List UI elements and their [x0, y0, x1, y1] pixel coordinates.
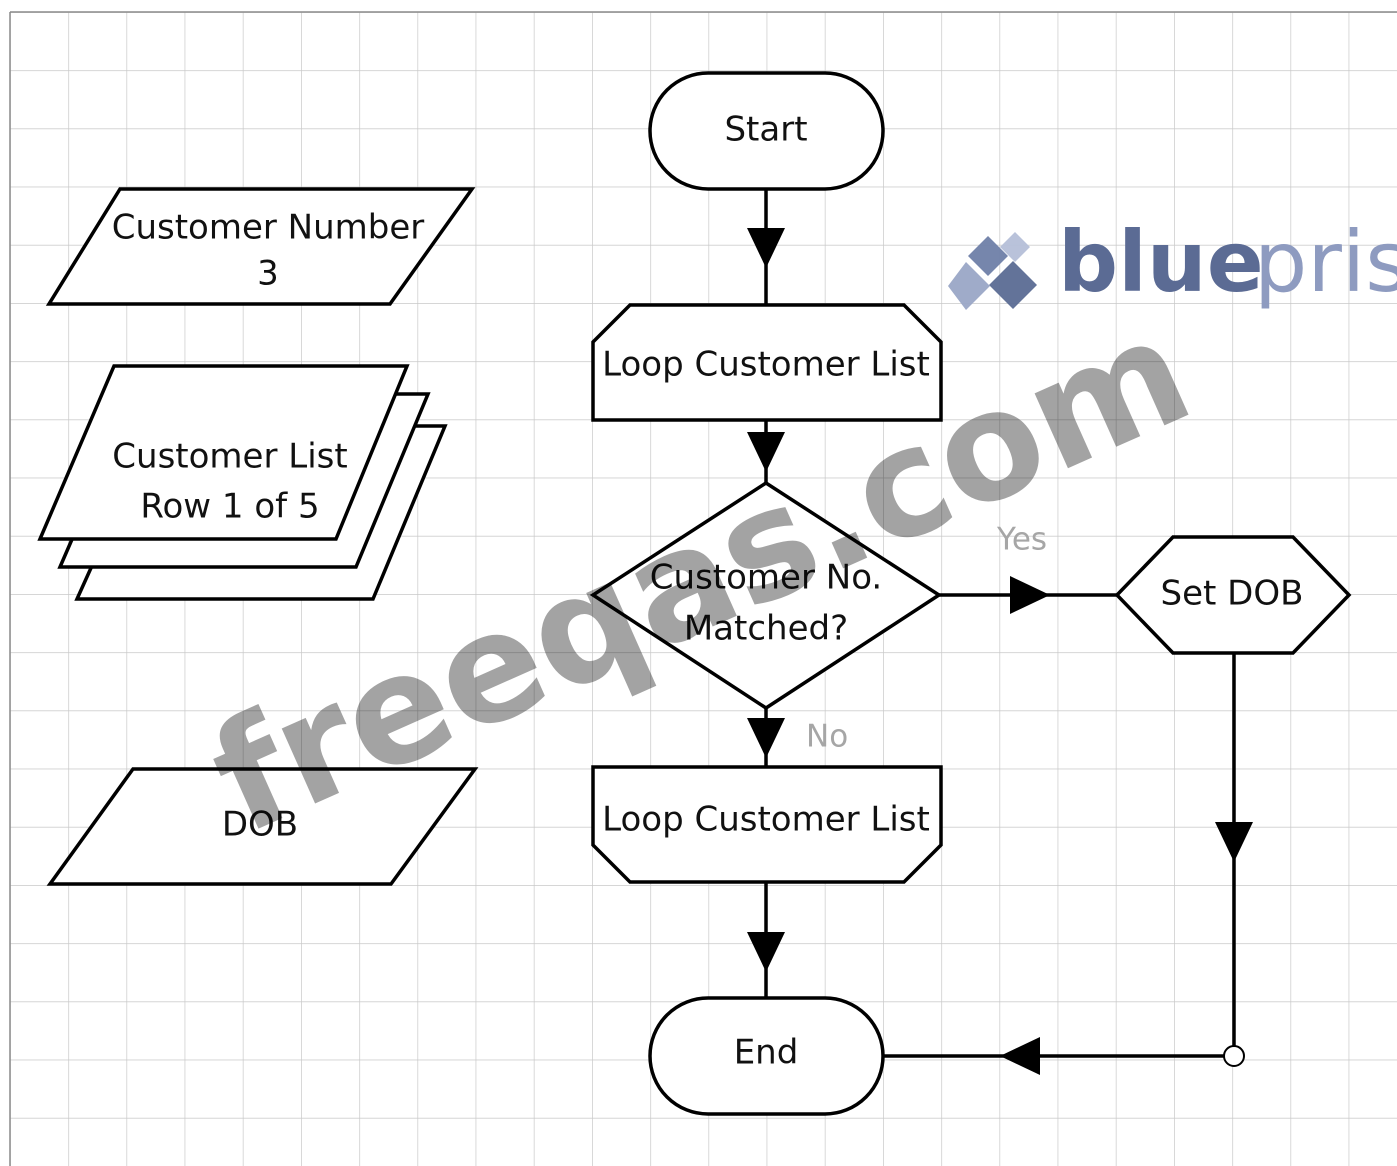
blueprism-logo: blue prism	[948, 213, 1397, 311]
arrow-head-icon	[747, 228, 785, 268]
customer-number-value: 3	[257, 254, 279, 294]
loop-end-label: Loop Customer List	[602, 800, 930, 840]
start-node[interactable]: Start	[648, 71, 885, 191]
collection-customer-list[interactable]: Customer List Row 1 of 5	[37, 364, 448, 601]
blueprism-logo-text-blue: blue	[1058, 213, 1264, 311]
arrow-head-icon	[747, 932, 785, 972]
collection-stack-front	[37, 364, 410, 541]
data-item-customer-number[interactable]: Customer Number 3	[45, 187, 476, 306]
edge-label-no: No	[806, 719, 848, 755]
loop-start-node[interactable]: Loop Customer List	[591, 303, 943, 422]
customer-list-row: Row 1 of 5	[140, 487, 319, 527]
blueprism-logo-text-prism: prism	[1254, 213, 1397, 311]
arrow-head-icon	[747, 432, 785, 472]
arrow-head-icon	[1000, 1037, 1040, 1075]
loop-end-node[interactable]: Loop Customer List	[591, 765, 943, 884]
arrow-head-icon	[1010, 576, 1050, 614]
arrow-head-icon	[747, 718, 785, 758]
junction-point	[1223, 1045, 1245, 1067]
decision-label-line2: Matched?	[684, 609, 848, 649]
dob-label: DOB	[222, 805, 298, 845]
loop-start-label: Loop Customer List	[602, 345, 930, 385]
blueprism-logo-icon	[948, 232, 1037, 310]
end-node[interactable]: End	[648, 996, 885, 1116]
set-dob-node[interactable]: Set DOB	[1114, 535, 1352, 655]
data-item-dob[interactable]: DOB	[46, 767, 479, 886]
set-dob-label: Set DOB	[1161, 574, 1304, 614]
end-node-label: End	[734, 1033, 799, 1073]
decision-node[interactable]: Customer No. Matched?	[589, 480, 943, 711]
arrow-head-icon	[1215, 822, 1253, 862]
connectors	[747, 190, 1253, 1075]
customer-list-label: Customer List	[112, 437, 347, 477]
customer-number-label: Customer Number	[112, 208, 425, 248]
decision-label-line1: Customer No.	[650, 558, 882, 598]
edge-label-yes: Yes	[996, 522, 1047, 558]
start-node-label: Start	[724, 110, 807, 150]
